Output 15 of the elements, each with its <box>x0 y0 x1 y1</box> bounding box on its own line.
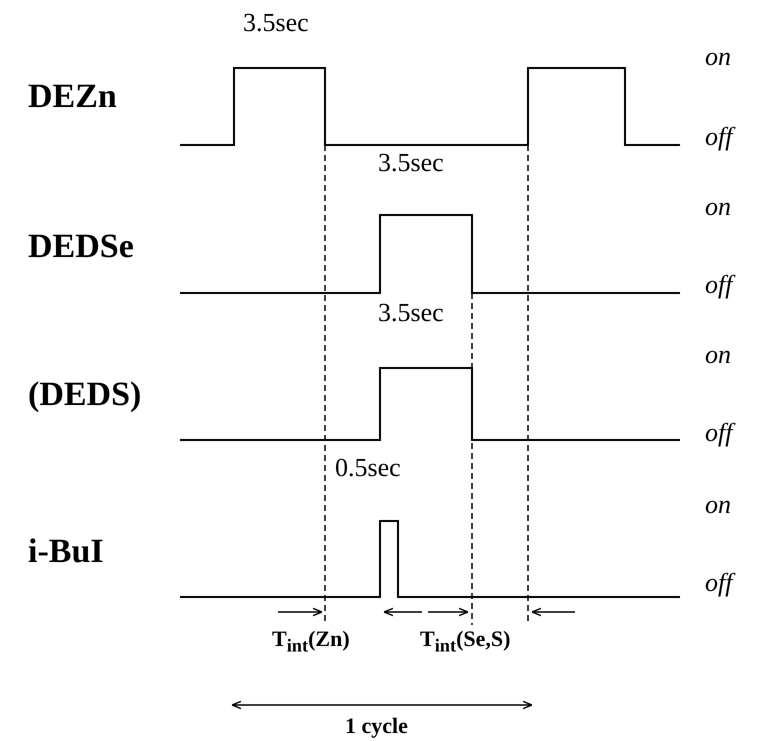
state-label: on <box>705 194 731 220</box>
state-label: on <box>705 44 731 70</box>
cycle-label: 1 cycle <box>345 715 408 737</box>
signal-name: DEZn <box>28 80 117 114</box>
state-label: on <box>705 342 731 368</box>
duration-label: 3.5sec <box>378 300 444 326</box>
interval-label: T$_{int}$(Se,S) <box>420 628 510 655</box>
duration-label: 0.5sec <box>335 455 401 481</box>
duration-label: 3.5sec <box>378 150 444 176</box>
state-label: on <box>705 492 731 518</box>
interval-label: T$_{int}$(Zn) <box>272 628 350 655</box>
signal-name: i-BuI <box>28 535 104 569</box>
duration-label: 3.5sec <box>243 10 309 36</box>
signal-name: (DEDS) <box>28 378 142 412</box>
signal-name: DEDSe <box>28 230 134 264</box>
